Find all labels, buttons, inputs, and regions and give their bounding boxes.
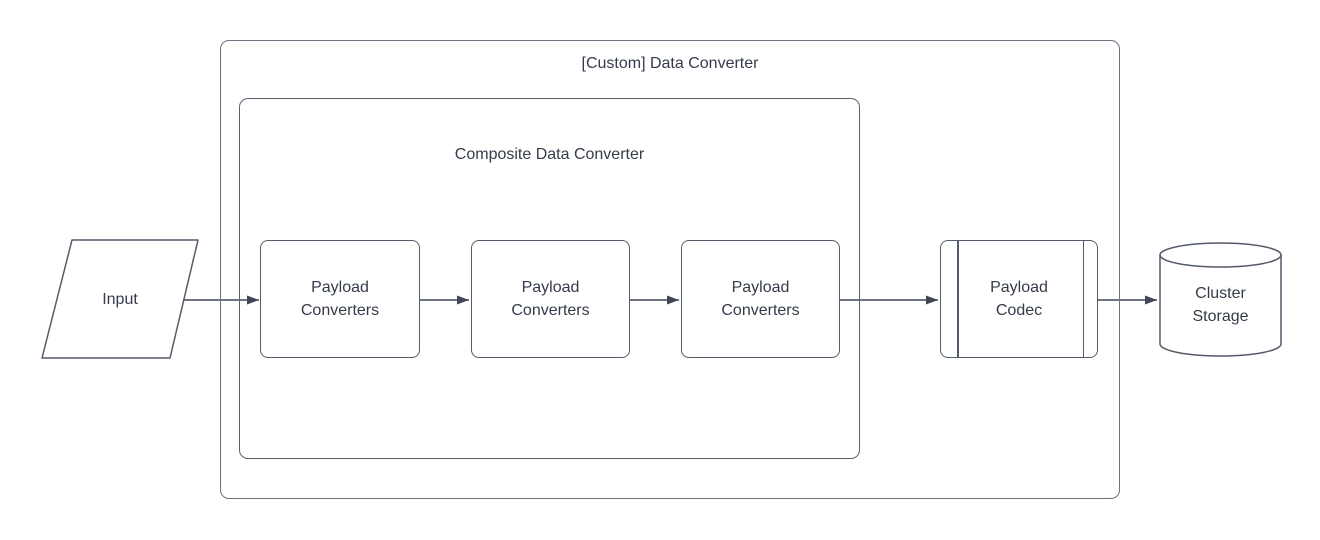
node-payload-converters-3-label: Payload Converters [721, 279, 800, 319]
node-payload-converters-3: Payload Converters [681, 240, 840, 358]
input-parallelogram-shape [41, 239, 199, 359]
subprocess-right-line [1082, 241, 1084, 357]
container-composite-data-converter: Composite Data Converter [239, 98, 860, 459]
node-payload-codec-label: Payload Codec [990, 279, 1048, 319]
node-payload-converters-1: Payload Converters [260, 240, 420, 358]
container-custom-data-converter: [Custom] Data Converter [220, 40, 1120, 499]
subprocess-left-line [957, 241, 959, 357]
node-payload-converters-2-label: Payload Converters [511, 279, 590, 319]
container-composite-data-converter-label: Composite Data Converter [454, 146, 645, 163]
container-custom-data-converter-label: [Custom] Data Converter [581, 55, 759, 72]
node-payload-codec: Payload Codec [940, 240, 1098, 358]
node-payload-converters-2: Payload Converters [471, 240, 630, 358]
node-payload-converters-1-label: Payload Converters [300, 279, 380, 319]
cluster-storage-cylinder-shape [1159, 242, 1282, 357]
